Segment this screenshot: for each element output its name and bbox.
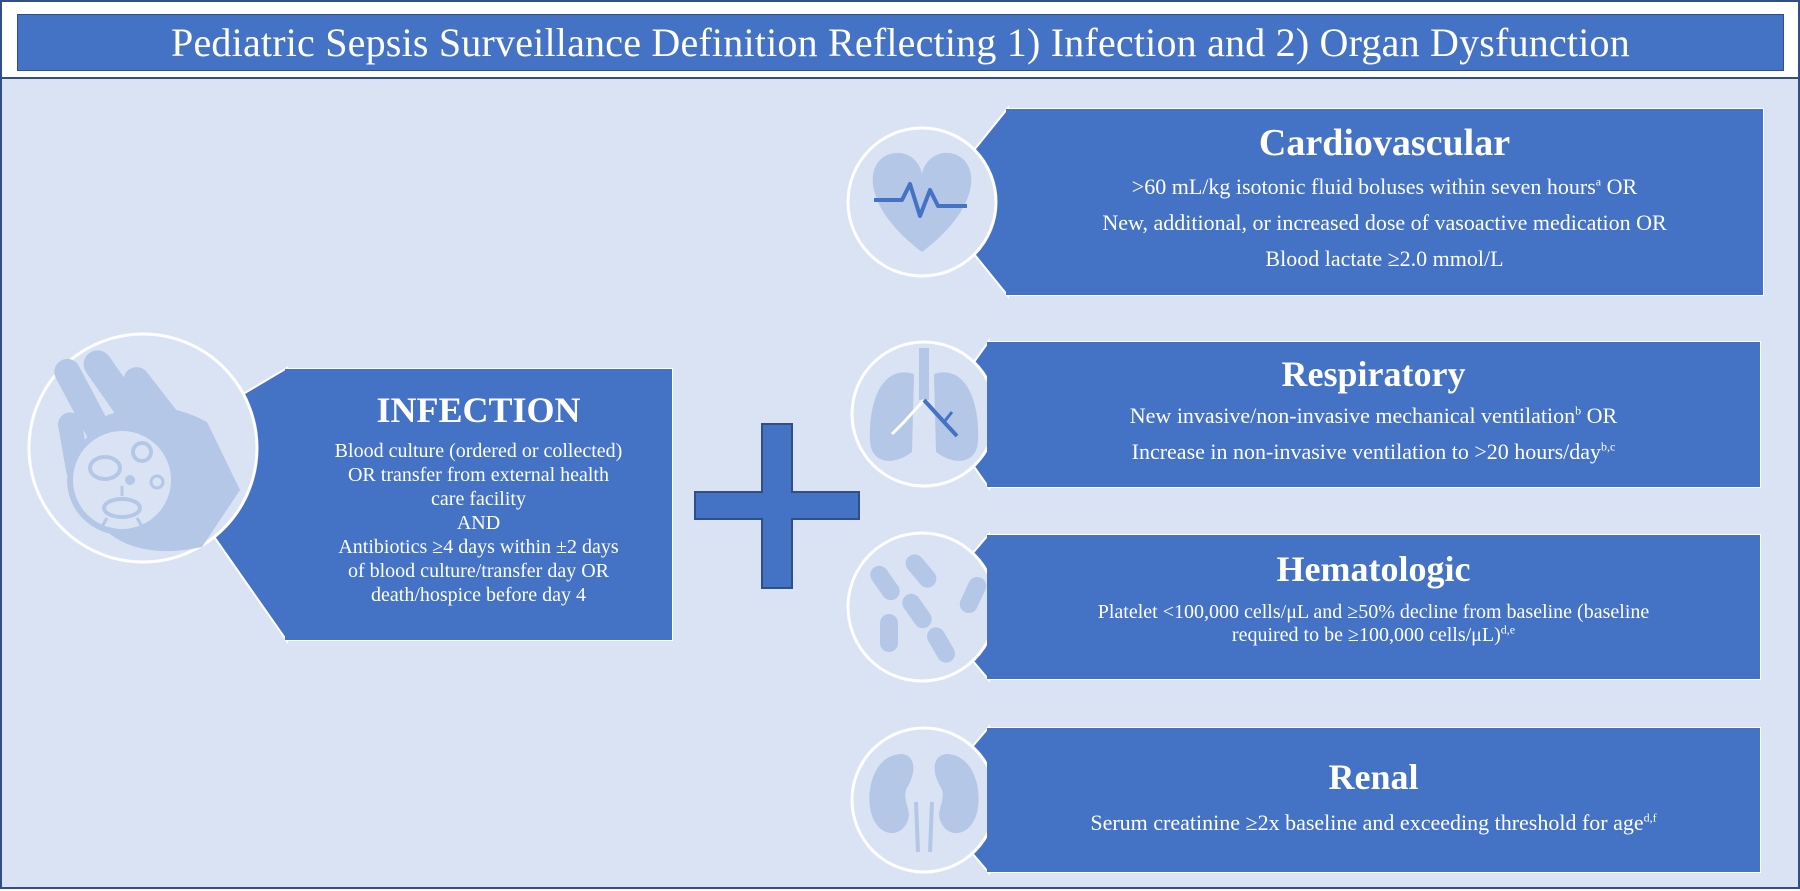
respiratory-box: Respiratory New invasive/non-invasive me… — [987, 341, 1761, 488]
infection-box: INFECTION Blood culture (ordered or coll… — [285, 368, 673, 641]
hematologic-heading: Hematologic — [1276, 549, 1471, 589]
infection-line: Antibiotics ≥4 days within ±2 days — [338, 536, 619, 558]
cardiovascular-box: Cardiovascular >60 mL/kg isotonic fluid … — [1006, 108, 1764, 296]
infection-line: AND — [456, 512, 501, 534]
blood-cells-icon — [846, 531, 998, 683]
hematologic-criterion: Platelet <100,000 cells/μL and ≥50% decl… — [1097, 601, 1650, 623]
cardiovascular-criterion: Blood lactate ≥2.0 mmol/L — [1265, 246, 1504, 271]
title-band: Pediatric Sepsis Surveillance Definition… — [2, 2, 1798, 79]
hematologic-criterion: required to be ≥100,000 cells/μL)d,e — [1231, 622, 1516, 646]
cardiovascular-criterion: New, additional, or increased dose of va… — [1102, 210, 1667, 235]
plus-icon — [694, 423, 860, 589]
infection-heading: INFECTION — [376, 390, 581, 430]
cardiovascular-heading: Cardiovascular — [1258, 122, 1511, 164]
renal-criterion: Serum creatinine ≥2x baseline and exceed… — [1090, 810, 1657, 835]
cardiovascular-criterion: >60 mL/kg isotonic fluid boluses within … — [1131, 174, 1638, 199]
infection-line: care facility — [431, 488, 526, 510]
hematologic-box: Hematologic Platelet <100,000 cells/μL a… — [987, 534, 1761, 680]
lungs-icon — [850, 340, 998, 488]
renal-heading: Renal — [1328, 757, 1419, 797]
hand-germ-icon — [27, 332, 259, 564]
infection-line: death/hospice before day 4 — [371, 584, 586, 606]
infection-line: Blood culture (ordered or collected) — [334, 440, 623, 462]
respiratory-heading: Respiratory — [1281, 354, 1466, 394]
respiratory-criterion: New invasive/non-invasive mechanical ven… — [1129, 403, 1618, 428]
infection-line: of blood culture/transfer day OR — [347, 560, 610, 582]
infection-line: OR transfer from external health — [347, 464, 609, 486]
renal-box: Renal Serum creatinine ≥2x baseline and … — [987, 727, 1761, 873]
kidneys-icon — [850, 726, 998, 874]
heart-pulse-icon — [846, 126, 998, 278]
diagram-title: Pediatric Sepsis Surveillance Definition… — [17, 14, 1784, 71]
respiratory-criterion: Increase in non-invasive ventilation to … — [1131, 439, 1616, 464]
